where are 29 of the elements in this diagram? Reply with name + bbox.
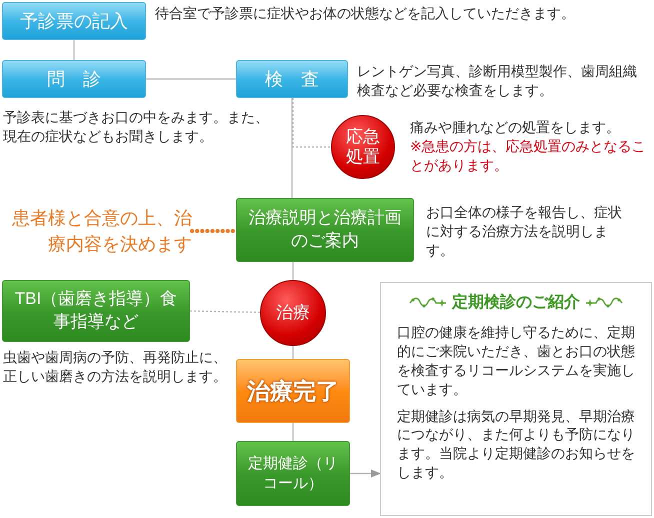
step-box: TBI（歯磨き指導）食事指導など — [2, 280, 190, 342]
connector-line — [291, 98, 293, 198]
connector-line — [292, 98, 331, 148]
description-text: 予診表に基づきお口の中をみます。また、現在の症状などもお聞きします。 — [3, 108, 270, 146]
warning-text: ※急患の方は、応急処置のみとなることがあります。 — [410, 136, 647, 175]
step-box: 治療説明と治療計画のご案内 — [236, 198, 414, 262]
description-text: 痛みや腫れなどの処置をします。 — [410, 118, 621, 137]
connector-line — [292, 423, 294, 441]
arrow — [350, 470, 381, 478]
description-text: 虫歯や歯周病の予防、再発防止に、正しい歯磨きの方法を説明します。 — [3, 348, 228, 386]
panel-paragraph: 口腔の健康を維持し守るために、定期的にご来院いただき、歯とお口の状態を検査するリコールシステムを実施しています。 — [397, 323, 635, 399]
description-text: お口全体の様子を報告し、症状に対する治療方法を説明します。 — [426, 203, 623, 260]
description-text: 待合室で予診票に症状やお体の状態などを記入していただきます。 — [155, 4, 576, 23]
completion-box: 治療完了 — [236, 359, 350, 423]
note-text: 患者様と合意の上、治療内容を決めます — [0, 204, 192, 258]
step-box: 検 査 — [236, 60, 348, 98]
panel-heading: 定期検診のご紹介 — [452, 292, 580, 313]
info-panel — [380, 282, 652, 516]
connector-line — [292, 262, 294, 280]
connector-line — [190, 229, 238, 233]
connector-line — [292, 346, 294, 359]
connector-line — [190, 310, 260, 313]
description-text: レントゲン写真、診断用模型製作、歯周組織検査など必要な検査をします。 — [357, 62, 638, 100]
panel-paragraph: 定期健診は病気の早期発見、早期治療につながり、また何よりも予防になります。当院より定期健診のお知らせをします。 — [397, 406, 635, 482]
step-box: 定期健診（リコール） — [236, 441, 350, 506]
connector-line — [73, 40, 75, 60]
step-box: 予診票の記入 — [2, 2, 146, 40]
connector-line — [146, 78, 236, 80]
step-box: 問 診 — [2, 60, 146, 98]
